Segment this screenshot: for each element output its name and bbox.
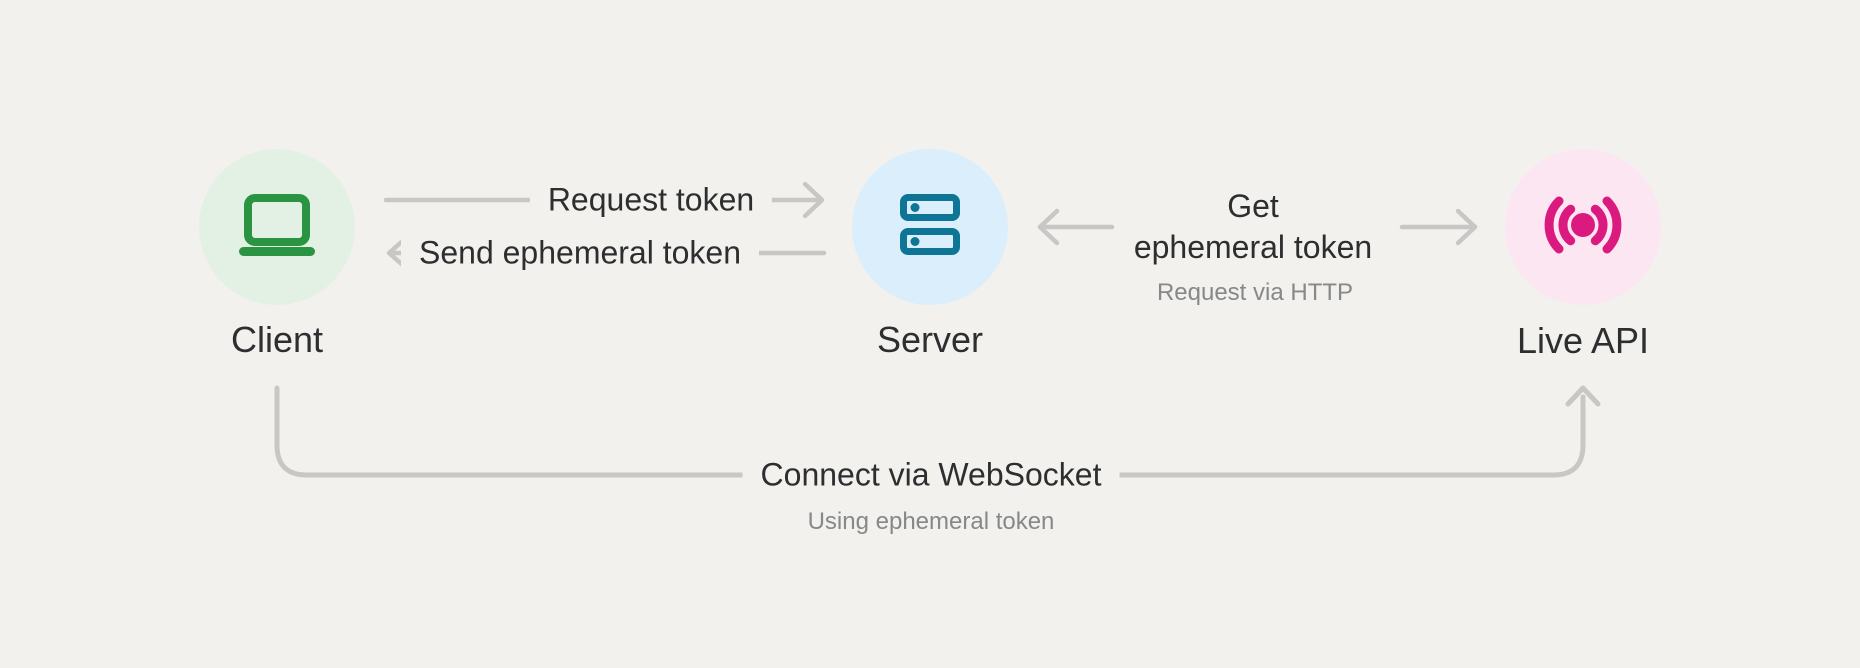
server-icon	[900, 194, 960, 260]
connect-websocket-label: Connect via WebSocket	[742, 453, 1120, 497]
arrow-right-icon	[802, 181, 825, 219]
get-ephemeral-token-arrow-right	[1399, 208, 1478, 246]
client-node	[199, 149, 355, 305]
using-ephemeral-token-sublabel: Using ephemeral token	[807, 508, 1055, 535]
broadcast-icon	[1535, 187, 1631, 268]
arrow-up-icon	[1565, 385, 1601, 407]
arrow-right-icon	[1455, 208, 1478, 246]
request-via-http-sublabel: Request via HTTP	[1156, 279, 1354, 306]
arrow-left-icon	[386, 235, 409, 271]
laptop-icon	[239, 193, 315, 261]
get-ephemeral-token-arrow-left	[1037, 208, 1115, 246]
get-ephemeral-token-label: Get ephemeral token	[1134, 186, 1372, 268]
get-ephemeral-token-label-line1: Get	[1227, 188, 1279, 224]
server-node-label: Server	[876, 319, 984, 360]
live-api-node-label: Live API	[1516, 320, 1650, 361]
request-token-label: Request token	[529, 178, 773, 222]
get-ephemeral-token-label-line2: ephemeral token	[1133, 229, 1373, 265]
server-node	[852, 149, 1008, 305]
arrow-left-icon	[1037, 208, 1060, 246]
live-api-node	[1505, 149, 1661, 305]
send-ephemeral-token-label: Send ephemeral token	[401, 231, 759, 275]
client-node-label: Client	[230, 319, 324, 360]
